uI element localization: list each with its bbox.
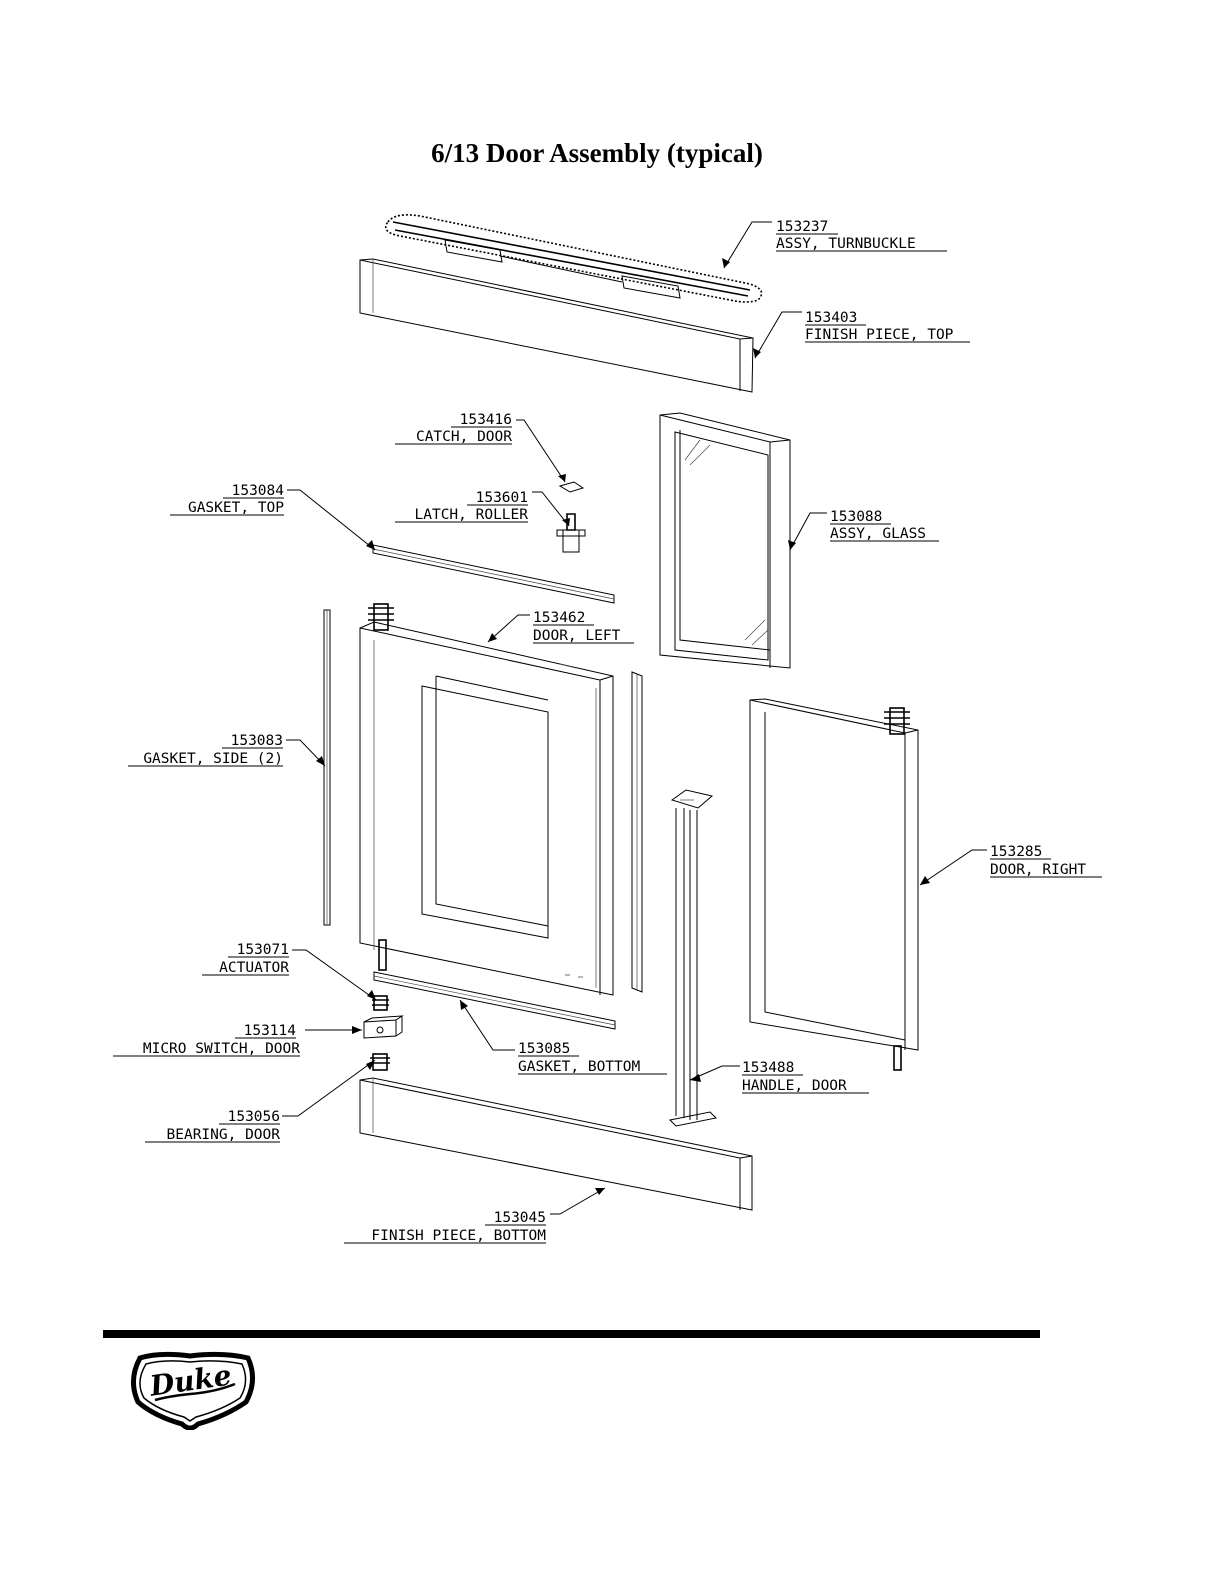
footer-divider (103, 1330, 1040, 1338)
part-description: DOOR, RIGHT (990, 862, 1086, 878)
part-number: 153056 (228, 1109, 280, 1125)
part-description: ASSY, GLASS (830, 526, 926, 542)
part-label-latch: 153601 LATCH, ROLLER (395, 490, 528, 523)
part-number: 153045 (494, 1210, 546, 1226)
part-number: 153071 (237, 942, 289, 958)
part-label-gasket-side: 153083 GASKET, SIDE (2) (128, 733, 283, 767)
part-description: FINISH PIECE, TOP (805, 327, 954, 343)
finish-piece-top-part (359, 258, 754, 393)
gasket-side-left-part (323, 609, 331, 926)
leader-lines (282, 221, 987, 1215)
door-left-part (359, 603, 614, 996)
part-label-bearing: 153056 BEARING, DOOR (145, 1109, 280, 1143)
part-number: 153403 (805, 310, 857, 326)
glass-assembly-part (659, 412, 791, 669)
part-number: 153085 (518, 1041, 570, 1057)
latch-roller-part (556, 513, 586, 553)
gasket-top-part (372, 544, 615, 604)
part-description: ACTUATOR (219, 960, 289, 976)
part-description: GASKET, SIDE (2) (143, 751, 283, 767)
part-number: 153285 (990, 844, 1042, 860)
part-number: 153084 (232, 483, 285, 499)
part-number: 153488 (742, 1060, 794, 1076)
part-label-catch: 153416 CATCH, DOOR (395, 412, 512, 445)
part-description: CATCH, DOOR (416, 429, 512, 445)
gasket-bottom-part (373, 971, 616, 1030)
part-label-finish-bottom: 153045 FINISH PIECE, BOTTOM (344, 1210, 546, 1244)
part-number: 153416 (460, 412, 512, 428)
part-description: MICRO SWITCH, DOOR (143, 1041, 300, 1057)
door-right-part (749, 698, 919, 1071)
part-label-gasket-bottom: 153085 GASKET, BOTTOM (518, 1041, 667, 1075)
part-label-door-left: 153462 DOOR, LEFT (533, 610, 634, 644)
gasket-side-right-part (631, 671, 643, 993)
finish-piece-bottom-part (359, 1077, 753, 1211)
part-label-handle: 153488 HANDLE, DOOR (742, 1060, 869, 1094)
catch-door-part (558, 481, 585, 493)
part-label-door-right: 153285 DOOR, RIGHT (990, 844, 1102, 878)
part-description: DOOR, LEFT (533, 628, 621, 644)
part-description: FINISH PIECE, BOTTOM (371, 1228, 546, 1244)
part-label-glass: 153088 ASSY, GLASS (830, 509, 939, 542)
part-label-finish-top: 153403 FINISH PIECE, TOP (805, 310, 970, 343)
page-title: 6/13 Door Assembly (typical) (431, 138, 763, 168)
part-label-gasket-top: 153084 GASKET, TOP (170, 483, 284, 516)
part-label-micro-switch: 153114 MICRO SWITCH, DOOR (113, 1023, 300, 1057)
part-number: 153462 (533, 610, 585, 626)
leader-arrowheads (316, 258, 930, 1195)
actuator-part (372, 995, 389, 1011)
part-description: LATCH, ROLLER (415, 507, 529, 523)
part-label-actuator: 153071 ACTUATOR (202, 942, 289, 976)
part-number: 153114 (244, 1023, 297, 1039)
duke-logo: Duke (131, 1351, 255, 1430)
micro-switch-part (363, 1015, 404, 1039)
part-description: GASKET, TOP (188, 500, 284, 516)
turnbuckle-part (384, 214, 763, 303)
part-number: 153083 (231, 733, 283, 749)
part-label-turnbuckle: 153237 ASSY, TURNBUCKLE (776, 219, 947, 252)
part-description: HANDLE, DOOR (742, 1078, 847, 1094)
part-description: BEARING, DOOR (167, 1127, 281, 1143)
handle-door-part (668, 789, 718, 1127)
part-description: ASSY, TURNBUCKLE (776, 236, 916, 252)
part-number: 153237 (776, 219, 828, 235)
part-number: 153088 (830, 509, 882, 525)
part-number: 153601 (476, 490, 528, 506)
part-description: GASKET, BOTTOM (518, 1059, 640, 1075)
